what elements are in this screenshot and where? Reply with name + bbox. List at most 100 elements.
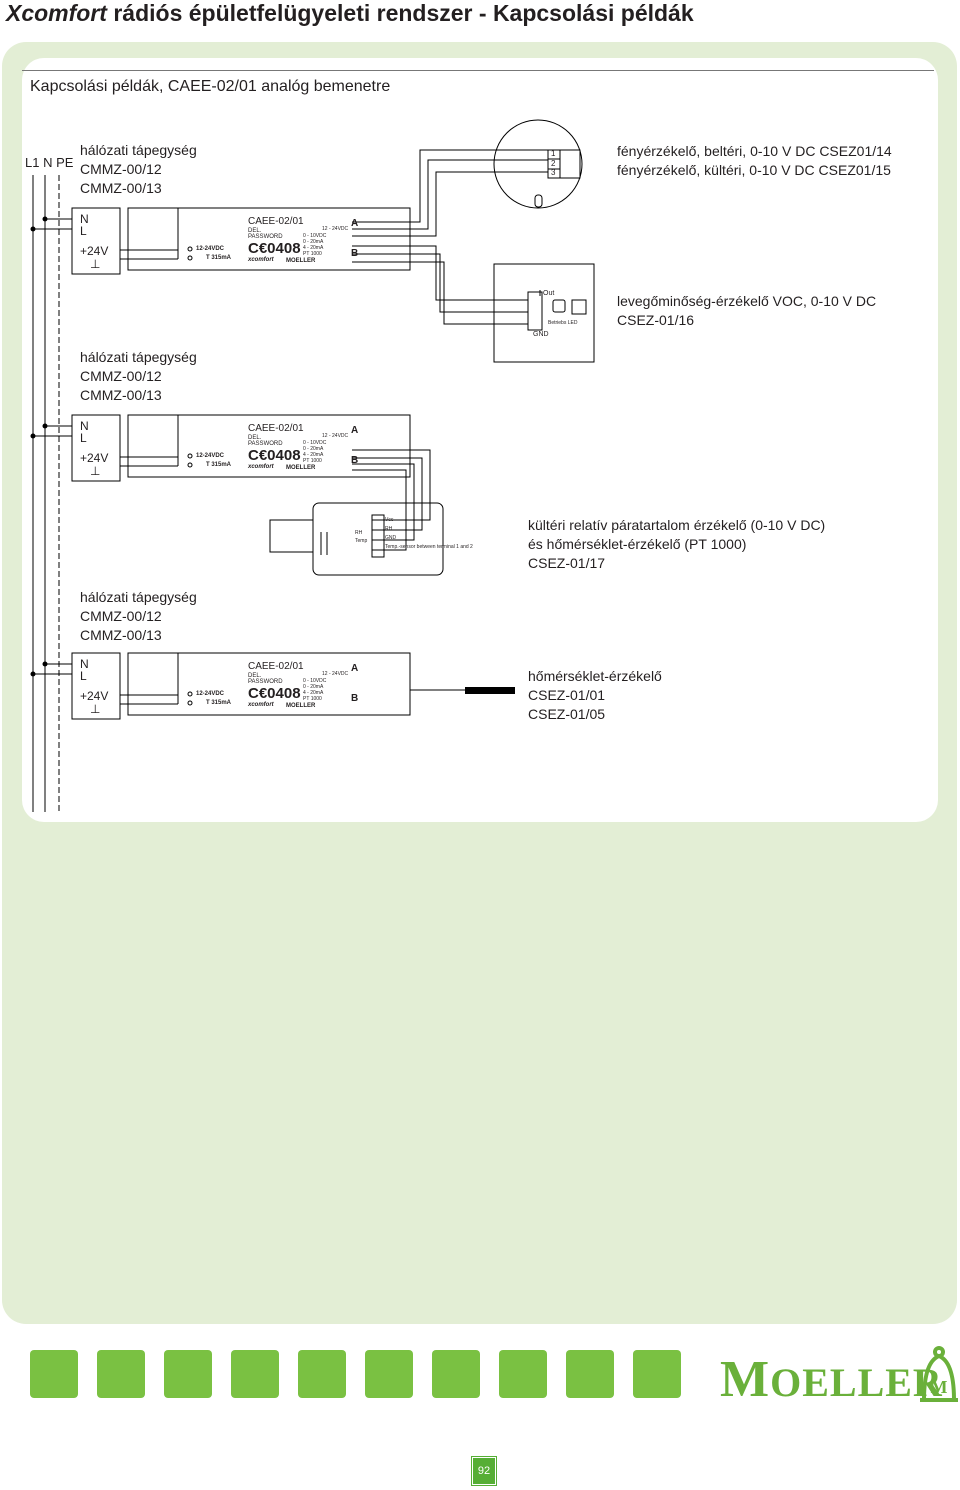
module-1-del: DEL. <box>248 228 262 234</box>
module-3-model: CAEE-02/01 <box>248 661 304 672</box>
footer-square <box>30 1350 78 1398</box>
temp-sensor-label: hőmérséklet-érzékelő <box>528 668 662 684</box>
footer-square <box>298 1350 346 1398</box>
module-3-ce-mark: C€0408 <box>248 685 301 702</box>
supply-2-terminal-gnd: ⊥ <box>90 464 101 478</box>
supply-1-terminal-n: N <box>80 212 89 226</box>
supply-3-terminal-gnd: ⊥ <box>90 702 101 716</box>
temp-sensor-code-2: CSEZ-01/05 <box>528 706 606 722</box>
hum-vcc-label: Vcc <box>385 517 394 523</box>
supply-2-terminal-l: L <box>80 431 87 445</box>
divider <box>22 70 934 71</box>
hum-note: Temp.-sensor between terminal 1 and 2 <box>385 544 473 550</box>
module-1-channel-voltage: 12 - 24VDC <box>322 226 349 232</box>
voc-sensor-code: CSEZ-01/16 <box>617 312 695 328</box>
module-1-model: CAEE-02/01 <box>248 216 304 227</box>
supply-2-model-a: CMMZ-00/12 <box>80 368 162 384</box>
bus-labels: L1 N PE <box>25 155 74 170</box>
supply-3-terminal-l: L <box>80 669 87 683</box>
humidity-sensor-code: CSEZ-01/17 <box>528 555 606 571</box>
light-sensor-indoor-label: fényérzékelő, beltéri, 0-10 V DC CSEZ01/… <box>617 143 892 159</box>
voc-out-label: Out <box>543 290 555 297</box>
module-2-xcomfort: xcomfort <box>248 464 274 470</box>
humidity-sensor-label-2: és hőmérséklet-érzékelő (PT 1000) <box>528 536 747 552</box>
light-sensor-outdoor-label: fényérzékelő, kültéri, 0-10 V DC CSEZ01/… <box>617 162 891 178</box>
footer-square <box>164 1350 212 1398</box>
page-number: 92 <box>471 1456 497 1486</box>
hum-temp-side-label: Temp <box>355 538 368 544</box>
light-terminal-2: 2 <box>551 159 556 168</box>
footer-square <box>633 1350 681 1398</box>
module-2-password: PASSWORD <box>248 441 283 447</box>
supply-1-model-a: CMMZ-00/12 <box>80 161 162 177</box>
module-2-del: DEL. <box>248 435 262 441</box>
voc-sensor-label: levegőminőség-érzékelő VOC, 0-10 V DC <box>617 293 877 309</box>
module-2-channel-b: B <box>351 455 359 466</box>
supply-2-terminal-24v: +24V <box>80 451 109 465</box>
hum-rh-label: RH <box>385 526 393 532</box>
footer-square <box>231 1350 279 1398</box>
footer-square <box>365 1350 413 1398</box>
hum-gnd-label: GND <box>385 535 397 541</box>
module-3-range-1: 0 - 10VDC <box>303 678 327 684</box>
supply-2-terminal-n: N <box>80 419 89 433</box>
footer-square <box>432 1350 480 1398</box>
module-2-fuse: T 315mA <box>206 462 232 468</box>
brand-name: Xcomfort <box>6 0 107 26</box>
module-2-range-1: 0 - 10VDC <box>303 440 327 446</box>
module-3-channel-a: A <box>351 663 359 674</box>
light-terminal-1: 1 <box>551 149 556 158</box>
module-3-range-4: PT 1000 <box>303 696 322 702</box>
page-title: Xcomfort rádiós épületfelügyeleti rendsz… <box>6 0 694 27</box>
module-3-password: PASSWORD <box>248 679 283 685</box>
module-1-ce-mark: C€0408 <box>248 240 301 257</box>
module-2-range-2: 0 - 20mA <box>303 446 324 452</box>
footer-square <box>499 1350 547 1398</box>
module-1-range-1: 0 - 10VDC <box>303 233 327 239</box>
supply-3-terminal-24v: +24V <box>80 689 109 703</box>
supply-1-terminal-24v: +24V <box>80 244 109 258</box>
module-2-channel-voltage: 12 - 24VDC <box>322 433 349 439</box>
moeller-logo: MOELLER <box>720 1350 943 1409</box>
supply-3-terminal-n: N <box>80 657 89 671</box>
module-3-range-2: 0 - 20mA <box>303 684 324 690</box>
humidity-sensor-label-1: kültéri relatív páratartalom érzékelő (0… <box>528 517 826 533</box>
hum-rh-side-label: RH <box>355 530 363 536</box>
module-3-del: DEL. <box>248 673 262 679</box>
supply-1-terminal-l: L <box>80 224 87 238</box>
voc-led-label: Betriebs LED <box>548 320 578 326</box>
module-1-range-4: PT 1000 <box>303 251 322 257</box>
module-1-channel-b: B <box>351 248 359 259</box>
title-text: rádiós épületfelügyeleti rendszer - Kapc… <box>106 0 694 26</box>
module-1-fuse: T 315mA <box>206 255 232 261</box>
footer-square <box>97 1350 145 1398</box>
supply-1-model-b: CMMZ-00/13 <box>80 180 162 196</box>
supply-1-title: hálózati tápegység <box>80 142 197 158</box>
supply-1-terminal-gnd: ⊥ <box>90 257 101 271</box>
module-1-range-2: 0 - 20mA <box>303 239 324 245</box>
supply-3-model-a: CMMZ-00/12 <box>80 608 162 624</box>
module-3-fuse: T 315mA <box>206 700 232 706</box>
module-2-ce-mark: C€0408 <box>248 447 301 464</box>
module-3-channel-b: B <box>351 693 359 704</box>
module-2-range-4: PT 1000 <box>303 458 322 464</box>
module-3-supply-voltage: 12-24VDC <box>196 691 225 697</box>
module-2-range-3: 4 - 20mA <box>303 452 324 458</box>
module-1-password: PASSWORD <box>248 234 283 240</box>
supply-3-title: hálózati tápegység <box>80 589 197 605</box>
module-1-channel-a: A <box>351 218 359 229</box>
module-1-supply-voltage: 12-24VDC <box>196 246 225 252</box>
module-1-range-3: 4 - 20mA <box>303 245 324 251</box>
module-3-xcomfort: xcomfort <box>248 702 274 708</box>
module-2-model: CAEE-02/01 <box>248 423 304 434</box>
temp-sensor-code-1: CSEZ-01/01 <box>528 687 606 703</box>
supply-2-title: hálózati tápegység <box>80 349 197 365</box>
supply-3-model-b: CMMZ-00/13 <box>80 627 162 643</box>
module-3-moeller: MOELLER <box>286 703 316 709</box>
logo-initial: M <box>720 1351 771 1408</box>
module-3-range-3: 4 - 20mA <box>303 690 324 696</box>
module-1-moeller: MOELLER <box>286 258 316 264</box>
section-subtitle: Kapcsolási példák, CAEE-02/01 analóg bem… <box>30 78 391 95</box>
footer-square <box>566 1350 614 1398</box>
